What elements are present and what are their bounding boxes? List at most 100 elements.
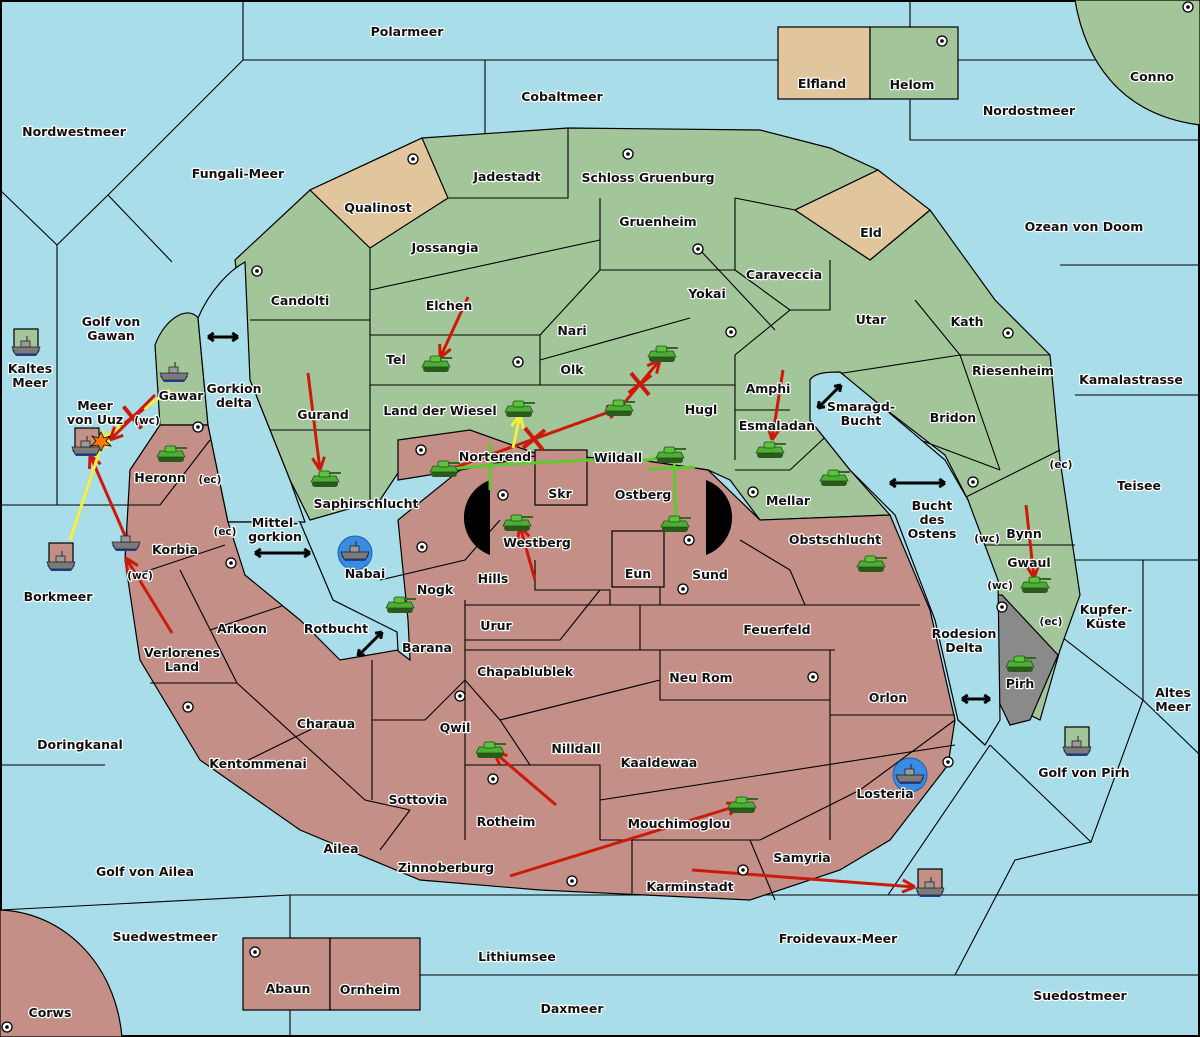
fleet-ship-icon[interactable] [46,551,76,571]
territory-label-qwil: Qwil [440,720,471,735]
connector-gorkion-arrow [207,331,239,343]
territory-label-candolti: Candolti [271,293,330,308]
territory-label-zinno: Zinnoberburg [398,860,494,875]
supply-center-icon [1182,1,1194,13]
coast-label-bynn-ec: (ec) [1050,459,1073,471]
territory-label-ostberg: Ostberg [615,487,672,502]
fleet-ship-icon[interactable] [895,764,925,784]
army-tank-icon[interactable] [504,400,535,417]
sea-label-kamala: Kamalastrasse [1079,372,1183,387]
supply-center-icon [249,946,261,958]
territory-label-skr: Skr [548,486,572,501]
territory-label-qualinost: Qualinost [344,200,411,215]
territory-label-pirh: Pirh [1006,676,1035,691]
sea-label-cobaltmeer: Cobaltmeer [521,89,603,104]
territory-label-urur: Urur [480,618,512,633]
sea-label-golfpirh: Golf von Pirh [1038,765,1129,780]
territory-label-eun: Eun [625,566,651,581]
fleet-ship-icon[interactable] [71,436,101,456]
supply-center-icon [1002,327,1014,339]
supply-center-icon [692,243,704,255]
territory-label-ornheim: Ornheim [340,982,400,997]
supply-center-icon [416,541,428,553]
territory-label-conno: Conno [1130,69,1175,84]
territory-label-jossangia: Jossangia [410,240,478,255]
fleet-ship-icon[interactable] [1062,736,1092,756]
sea-label-nordostmeer: Nordostmeer [983,103,1076,118]
army-tank-icon[interactable] [727,796,758,813]
supply-center-icon [725,326,737,338]
army-tank-icon[interactable] [856,555,887,572]
territory-label-hugl: Hugl [685,402,718,417]
territory-label-barana: Barana [402,640,452,655]
sea-label-nordwestmeer: Nordwestmeer [22,124,127,139]
territory-label-utar: Utar [856,312,888,327]
army-tank-icon[interactable] [604,399,635,416]
army-tank-icon[interactable] [502,514,533,531]
territory-label-hills: Hills [478,571,509,586]
territory-label-gwaul: Gwaul [1007,555,1050,570]
supply-center-icon [407,153,419,165]
territory-label-bynn: Bynn [1006,526,1041,541]
order-move-arrow [618,358,662,409]
sea-label-polarmeer: Polarmeer [371,24,445,39]
coast-label-gwaul-ec: (ec) [1040,616,1063,628]
connector-mittelgorkion-arrow [254,547,311,559]
army-tank-icon[interactable] [655,446,686,463]
army-tank-icon[interactable] [819,469,850,486]
territory-label-heronn: Heronn [134,470,186,485]
supply-center-icon [192,421,204,433]
territory-label-feuerfeld: Feuerfeld [743,622,810,637]
army-tank-icon[interactable] [647,345,678,362]
connector-bucht-arrow [889,477,946,489]
territory-label-wiesel: Land der Wiesel [383,403,496,418]
fleet-ship-icon[interactable] [159,362,189,382]
supply-center-icon [415,444,427,456]
army-tank-icon[interactable] [660,515,691,532]
territory-label-mouchi: Mouchimoglou [628,816,731,831]
order-move-arrow [108,393,157,442]
army-tank-icon[interactable] [421,355,452,372]
territory-label-olk: Olk [560,362,584,377]
territory-label-jadestadt: Jadestadt [472,169,540,184]
army-tank-icon[interactable] [755,441,786,458]
fleet-ship-icon[interactable] [915,877,945,897]
territory-label-amphi: Amphi [746,381,791,396]
territory-label-eld: Eld [860,225,882,240]
territory-label-karmin: Karminstadt [646,879,733,894]
sea-label-teisee: Teisee [1117,478,1161,493]
territory-label-gawar: Gawar [159,388,205,403]
territory-label-ailea: Ailea [323,841,358,856]
sea-label-fungali: Fungali-Meer [192,166,285,181]
fleet-ship-icon[interactable] [11,336,41,356]
territory-label-schloss: Schloss Gruenburg [581,170,714,185]
army-tank-icon[interactable] [1020,576,1051,593]
army-tank-icon[interactable] [429,460,460,477]
territory-label-mellar: Mellar [766,493,811,508]
army-tank-icon[interactable] [1005,655,1036,672]
army-tank-icon[interactable] [156,445,187,462]
army-tank-icon[interactable] [385,596,416,613]
territory-label-elfland: Elfland [798,76,846,91]
territory-label-tel: Tel [386,352,406,367]
fleet-ship-icon[interactable] [340,541,370,561]
army-tank-icon[interactable] [475,741,506,758]
order-move-arrow [691,868,916,894]
coast-label-korbia-ec: (ec) [214,526,237,538]
territory-label-norterend: Norterend [459,449,531,464]
territory-label-arkoon: Arkoon [217,621,267,636]
fleet-ship-icon[interactable] [111,531,141,551]
army-tank-icon[interactable] [310,470,341,487]
coast-label-heronn-ec: (ec) [199,474,222,486]
supply-center-icon [677,583,689,595]
sea-label-golfailea: Golf von Ailea [96,864,194,879]
supply-center-icon [251,265,263,277]
territory-label-korbia: Korbia [152,542,198,557]
supply-center-icon [996,601,1008,613]
order-move-arrow [306,372,326,471]
